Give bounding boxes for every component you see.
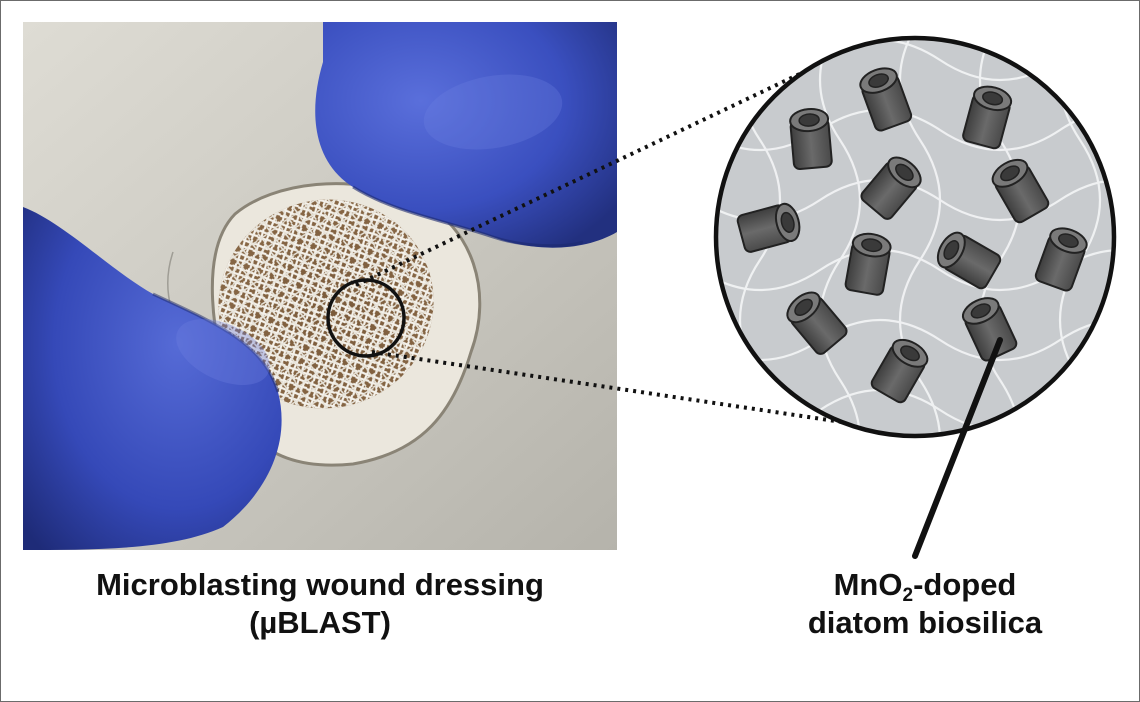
dressing-caption: Microblasting wound dressing (µBLAST): [20, 566, 620, 642]
glove-finger-left: [23, 207, 282, 550]
dressing-caption-line1: Microblasting wound dressing: [96, 567, 544, 602]
diatom-caption-prefix: MnO: [833, 567, 903, 602]
dressing-photo: [23, 22, 617, 550]
diatom-caption-line2: diatom biosilica: [807, 605, 1043, 640]
diatom-caption: MnO2-doped diatom biosilica: [760, 566, 1090, 642]
diatom-caption-subscript: 2: [902, 585, 914, 606]
diatom-caption-line1: MnO2-doped: [760, 566, 1090, 606]
diatom-caption-suffix: -doped: [913, 567, 1017, 602]
dressing-caption-line2: (µBLAST): [249, 605, 391, 640]
